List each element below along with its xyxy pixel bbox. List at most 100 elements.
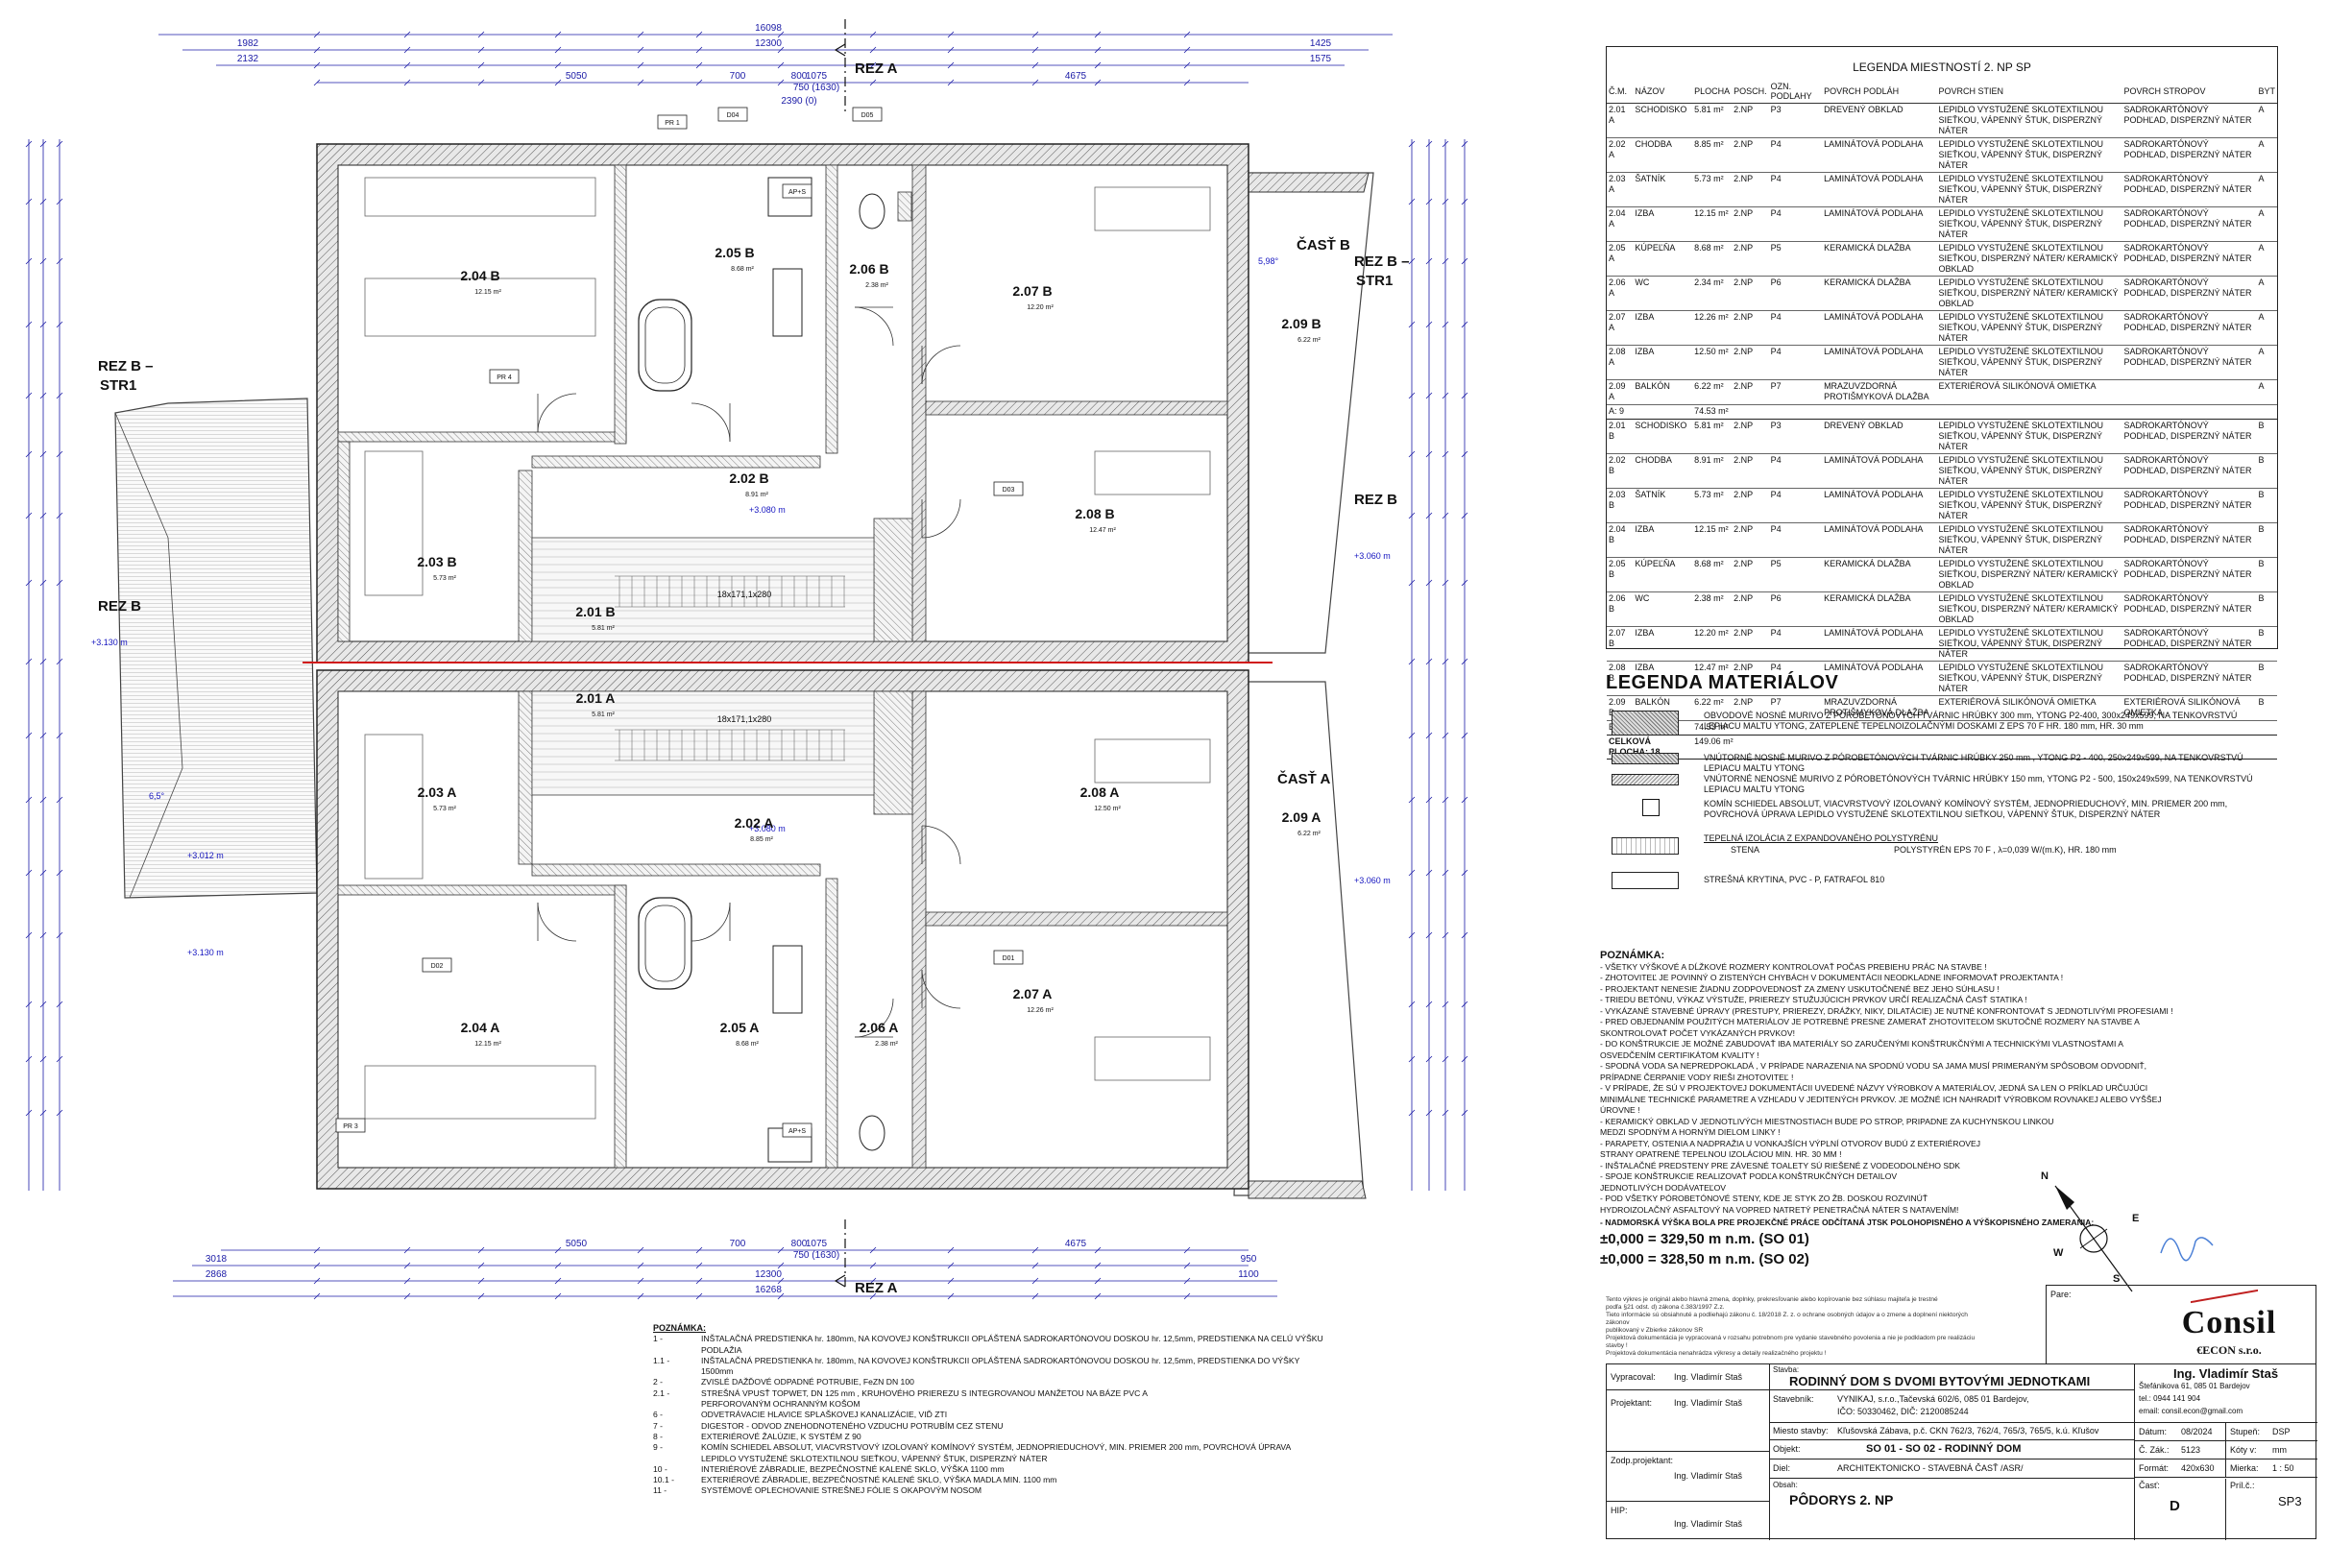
section-cut-label: STR1 (100, 377, 136, 394)
fixture-tag-box (489, 369, 520, 384)
room-id-label: 2.04 B (460, 268, 499, 283)
note-line: HYDROIZOLAČNÝ ASFALTOVÝ NA VOPRED NATRET… (1600, 1204, 1959, 1215)
table-cell: LEPIDLO VYSTUŽENÉ SKLOTEXTILNOU SIEŤKOU,… (1936, 419, 2122, 454)
table-cell: P5 (1768, 241, 1823, 277)
table-cell: A (2256, 241, 2277, 277)
section-cut-label: REZ A (855, 1280, 898, 1296)
floor-note-item: LEPIDLO VYSTUŽENÉ SKLOTEXTILNOU SIEŤKOU,… (653, 1454, 1325, 1464)
section-cut-label: REZ B – (1354, 253, 1410, 270)
dimension-tick (39, 140, 47, 148)
table-cell: LEPIDLO VYSTUŽENÉ SKLOTEXTILNOU SIEŤKOU,… (1936, 453, 2122, 489)
fixture-tag-box (782, 183, 812, 199)
dimension-tick (947, 79, 955, 86)
dimension-tick (39, 512, 47, 519)
room-id-label: 2.05 B (715, 245, 754, 260)
dimension-label: 4675 (1065, 71, 1087, 82)
table-cell: WC (1633, 276, 1693, 311)
table-cell: SCHODISKO (1633, 419, 1693, 454)
dimension-tick (1094, 46, 1102, 54)
section-cut-label: REZ B (1354, 492, 1397, 508)
table-cell: 2.03 B (1607, 488, 1634, 523)
dimension-tick (1461, 658, 1468, 665)
room-area-label: 6.22 m² (1297, 831, 1321, 837)
floor-note-text: DIGESTOR - ODVOD ZNEHODNOTENÉHO VZDUCHU … (701, 1420, 1004, 1431)
svg-text:S: S (2113, 1273, 2120, 1285)
field-label: Dátum: (2139, 1427, 2168, 1436)
table-cell: 8.91 m² (1692, 453, 1733, 489)
dimension-tick (39, 869, 47, 877)
roof-area-left (114, 398, 318, 899)
section-cut-label: REZ B – (98, 358, 154, 374)
dimension-tick (1442, 257, 1449, 265)
dimension-tick (313, 1246, 321, 1254)
floor-note-key: 1.1 - (653, 1355, 670, 1365)
dimension-tick (1461, 796, 1468, 804)
table-cell: SADROKARTÓNOVÝ PODHĽAD, DISPERZNÝ NÁTER (2122, 626, 2257, 662)
floor-note-key: 9 - (653, 1442, 664, 1453)
table-cell: IZBA (1633, 310, 1693, 346)
table-cell: B (2256, 661, 2277, 696)
table-cell: LEPIDLO VYSTUŽENÉ SKLOTEXTILNOU SIEŤKOU,… (1936, 661, 2122, 696)
dimension-tick (1442, 732, 1449, 739)
table-cell: 2.NP (1732, 172, 1769, 207)
note-line: - SPODNÁ VODA SA NEPREDPOKLADÁ , V PRÍPA… (1600, 1061, 2147, 1082)
table-cell: 12.20 m² (1692, 626, 1733, 662)
dimension-tick (1031, 1246, 1039, 1254)
fixture-tag: PR 1 (665, 120, 680, 127)
company-logo: Consil €ECON s.r.o. (2143, 1289, 2316, 1359)
title-block-field: Mierka:1 : 50 (2226, 1459, 2317, 1478)
table-cell: LAMINÁTOVÁ PODLAHA (1822, 488, 1937, 523)
dimension-tick (25, 579, 33, 587)
dimension-tick (403, 79, 411, 86)
table-cell: 2.NP (1732, 241, 1769, 277)
dimension-tick (39, 198, 47, 205)
general-notes: POZNÁMKA: - VŠETKY VÝŠKOVÉ A DĹŽKOVÉ ROZ… (1600, 950, 2176, 1269)
north-arrow-icon: N E W S (2041, 1170, 2139, 1292)
table-cell: 2.01 A (1607, 103, 1634, 138)
table-cell: LEPIDLO VYSTUŽENÉ SKLOTEXTILNOU SIEŤKOU,… (1936, 522, 2122, 558)
table-cell: 8.68 m² (1692, 241, 1733, 277)
dimension-tick (56, 1055, 63, 1063)
dimension-label: 4675 (1065, 1239, 1087, 1249)
floor-note-key: 7 - (653, 1420, 664, 1431)
section-cut-label: REZ A (855, 60, 898, 77)
table-cell: A (2256, 345, 2277, 380)
dimension-tick (1425, 658, 1433, 665)
table-cell: LAMINÁTOVÁ PODLAHA (1822, 626, 1937, 662)
table-cell: SADROKARTÓNOVÝ PODHĽAD, DISPERZNÝ NÁTER (2122, 522, 2257, 558)
fine-print-line: Tento výkres je originál alebo hlavná zm… (1606, 1296, 1938, 1303)
dimension-tick (56, 321, 63, 328)
room-legend-column-header: POVRCH STIEN (1936, 80, 2122, 104)
dimension-tick (1031, 1277, 1039, 1285)
dimension-tick (1408, 1055, 1416, 1063)
table-cell: EXTERIÉROVÁ SILIKÓNOVÁ OMIETKA (2122, 695, 2257, 721)
table-cell: 2.NP (1732, 661, 1769, 696)
note-line: - KERAMICKÝ OBKLAD V JEDNOTLIVÝCH MIESTN… (1600, 1116, 2054, 1126)
dimension-tick (554, 31, 562, 38)
fixture-tag-box (782, 1122, 812, 1138)
dimension-tick (39, 658, 47, 665)
dimension-label: 1075 (806, 1239, 828, 1249)
dimension-tick (695, 46, 703, 54)
floor-note-text: SYSTÉMOVÉ OPLECHOVANIE STREŠNEJ FÓLIE S … (701, 1485, 982, 1496)
field-value: 420x630 (2181, 1463, 2215, 1473)
room-id-label: 2.02 A (735, 815, 774, 831)
floor-note-text: EXTERIÉROVÉ ŽALÚZIE, K SYSTÉM Z 90 (701, 1431, 861, 1441)
dimension-label: 700 (730, 71, 746, 82)
table-cell: WC (1633, 591, 1693, 627)
floor-note-text: STREŠNÁ VPUSŤ TOPWET, DN 125 mm , KRUHOV… (701, 1387, 1148, 1398)
dimension-tick (313, 31, 321, 38)
table-cell: P4 (1768, 206, 1823, 242)
table-cell: 2.08 B (1607, 661, 1634, 696)
table-cell: 2.05 A (1607, 241, 1634, 277)
section-cut-label: REZ B (98, 598, 141, 615)
room-id-label: 2.01 A (576, 690, 616, 706)
dimension-tick (477, 1277, 485, 1285)
table-cell: P4 (1768, 626, 1823, 662)
field-value: DSP (2272, 1427, 2291, 1436)
floor-note-key: 2 - (653, 1377, 664, 1387)
